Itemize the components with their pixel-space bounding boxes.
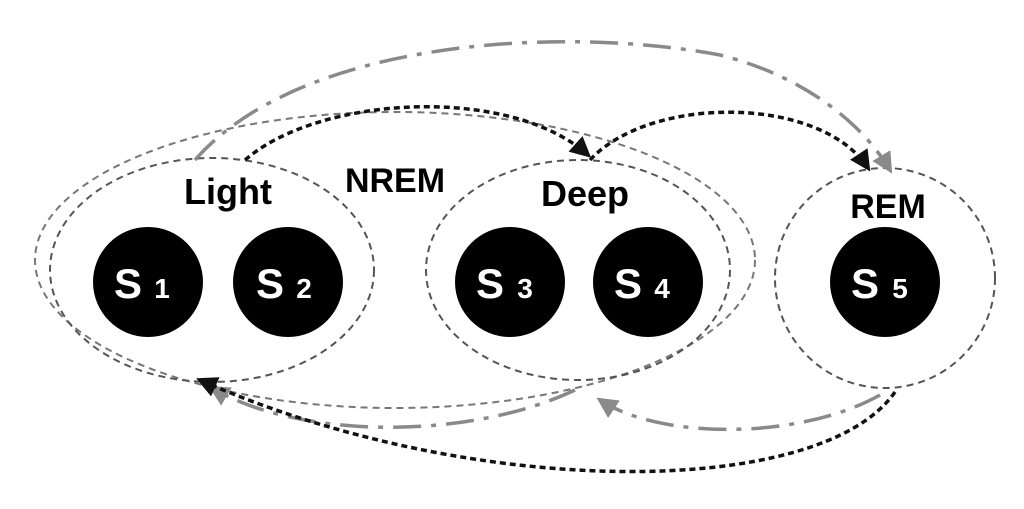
node-s4: S 4 [593, 227, 703, 337]
arrow-rem-to-light [196, 377, 897, 474]
arrow-light-to-deep [243, 105, 592, 162]
node-s2-index: 2 [296, 273, 312, 304]
node-s1-circle [93, 227, 203, 337]
node-s4-circle [593, 227, 703, 337]
nrem-ellipse [34, 111, 756, 409]
nrem-label: NREM [345, 162, 445, 200]
light-label: Light [184, 171, 272, 212]
node-s3-index: 3 [517, 273, 533, 304]
arrow-light-to-rem [193, 39, 893, 174]
deep-label: Deep [541, 173, 629, 214]
node-s5-circle [830, 227, 940, 337]
rem-label: REM [850, 188, 926, 226]
node-s1-index: 1 [154, 273, 170, 304]
node-s3: S 3 [455, 227, 565, 337]
node-s3-circle [455, 227, 565, 337]
node-s5: S 5 [830, 227, 940, 337]
deep-ellipse [425, 159, 731, 381]
node-s4-letter: S [614, 260, 642, 307]
node-s2-letter: S [256, 260, 284, 307]
node-s4-index: 4 [654, 273, 670, 304]
node-s3-letter: S [476, 260, 504, 307]
node-s1-letter: S [114, 260, 142, 307]
node-s5-index: 5 [892, 273, 908, 304]
arrow-rem-to-deep [596, 393, 881, 432]
arrow-deep-to-light [208, 385, 576, 429]
node-s2: S 2 [233, 227, 343, 337]
node-s2-circle [233, 227, 343, 337]
arrow-deep-to-rem [588, 110, 871, 172]
node-s1: S 1 [93, 227, 203, 337]
node-s5-letter: S [851, 260, 879, 307]
